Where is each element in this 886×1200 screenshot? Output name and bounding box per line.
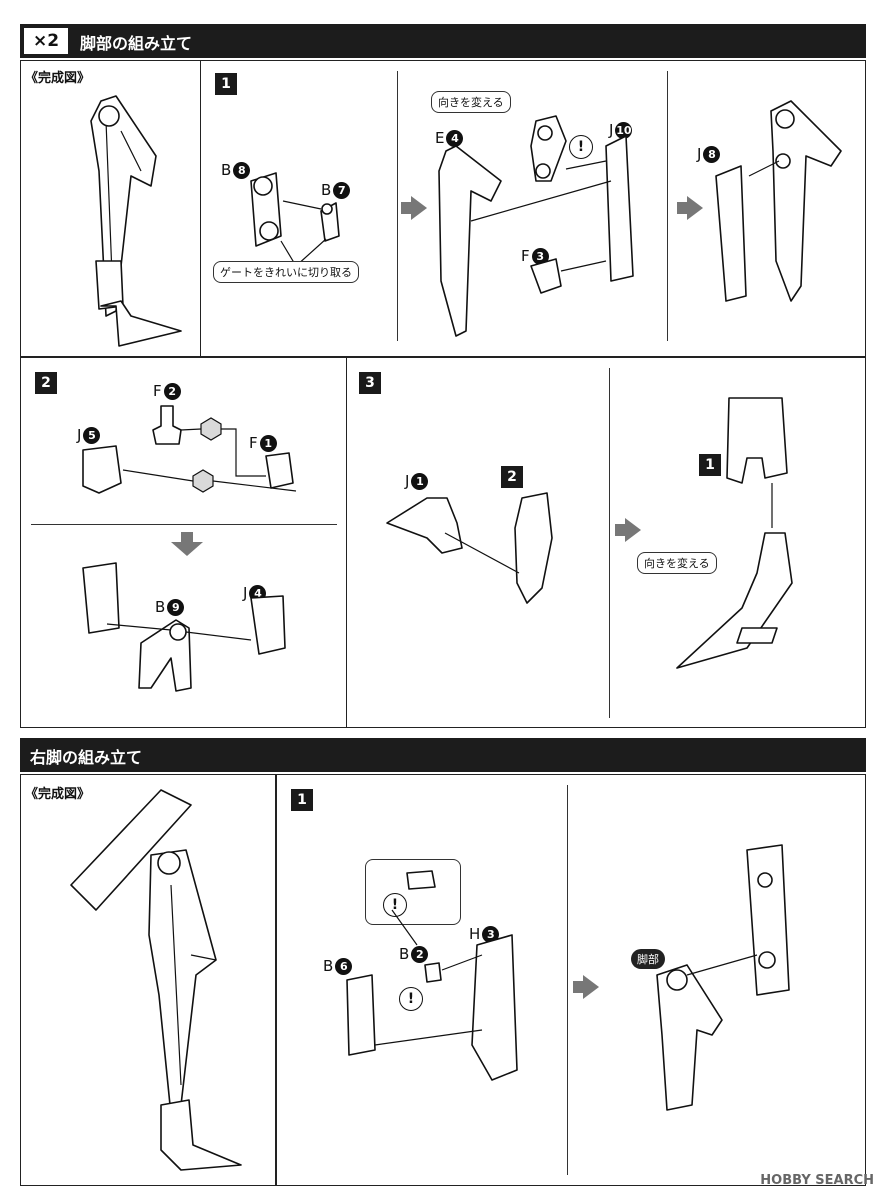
divider <box>567 785 568 1175</box>
warning-icon: ! <box>383 893 407 917</box>
step-number: 2 <box>35 372 57 394</box>
step1-assembly <box>438 115 634 337</box>
step-number: 3 <box>359 372 381 394</box>
step3-illustration <box>386 397 793 669</box>
watermark: HOBBY SEARCH <box>760 1173 874 1188</box>
warning-icon: ! <box>569 135 593 159</box>
turn-note: 向きを変える <box>637 552 717 574</box>
step-number: 1 <box>291 789 313 811</box>
subassembly-2-badge: 2 <box>501 466 523 488</box>
gate-note: ゲートをきれいに切り取る <box>213 261 359 283</box>
section-header-leg-assembly: ×2 脚部の組み立て <box>20 24 866 58</box>
arrow-right-icon <box>677 196 703 220</box>
divider <box>667 71 668 341</box>
arrow-down-icon <box>171 532 203 556</box>
divider <box>609 368 610 718</box>
detail-callout <box>365 859 461 925</box>
arrow-right-icon <box>401 196 427 220</box>
section-title: 脚部の組み立て <box>80 34 193 53</box>
right-leg-step1-result <box>656 844 790 1111</box>
arrow-right-icon <box>615 518 641 542</box>
completed-label: 《完成図》 <box>25 71 91 86</box>
completed-label: 《完成図》 <box>25 787 91 802</box>
section-header-right-leg: 右脚の組み立て <box>20 738 866 772</box>
right-leg-step1-illustration <box>346 870 518 1081</box>
step1-final <box>715 100 842 302</box>
right-leg-completed-panel: 《完成図》 <box>20 774 276 1186</box>
completed-leg-illustration <box>90 95 182 347</box>
subassembly-1-badge: 1 <box>699 454 721 476</box>
step-number: 1 <box>215 73 237 95</box>
right-leg-completed-illustration <box>70 789 242 1171</box>
completed-figure-panel: 《完成図》 <box>20 60 202 357</box>
section-title: 右脚の組み立て <box>30 748 143 767</box>
step1-parts-b <box>250 172 340 267</box>
divider <box>31 524 337 525</box>
turn-note: 向きを変える <box>431 91 511 113</box>
divider <box>397 71 398 341</box>
multiplier-badge: ×2 <box>24 28 68 54</box>
arrow-right-icon <box>573 975 599 999</box>
step2-illustration <box>82 405 297 692</box>
warning-icon: ! <box>399 987 423 1011</box>
leg-label: 脚部 <box>631 949 665 969</box>
